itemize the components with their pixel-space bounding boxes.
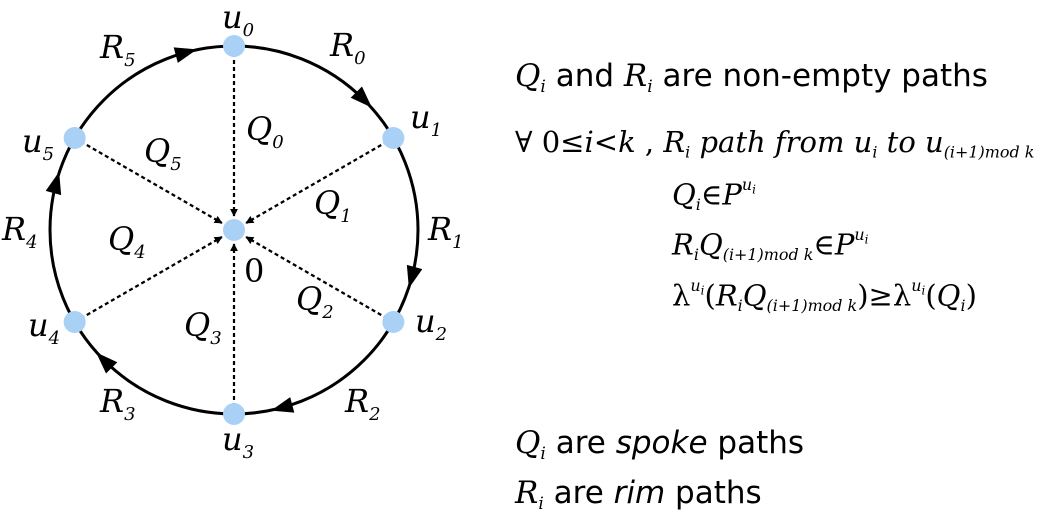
- rim-label-r4: R4: [1, 210, 38, 253]
- node-label-u2: u2: [415, 302, 447, 345]
- spoke-q2: [245, 236, 394, 323]
- rim-arrow-r3: [96, 352, 118, 374]
- node-u5: [63, 127, 86, 149]
- rim-arrow-r1: [406, 264, 423, 289]
- spoke-label-q3: Q3: [184, 306, 222, 349]
- node-label-u4: u4: [28, 306, 60, 349]
- spoke-label-q0: Q0: [246, 110, 284, 153]
- condition-lambda: λui(RiQ(i+1)mod k)≥λui(Qi): [672, 276, 977, 315]
- condition-q-in-p: Qi∈Pui: [672, 175, 756, 214]
- rim-label-r3: R3: [99, 382, 136, 425]
- node-u3: [223, 403, 245, 425]
- center-label: 0: [244, 252, 264, 290]
- rim-arrow-r4: [45, 171, 62, 196]
- node-label-u3: u3: [222, 420, 254, 463]
- spoke-q4: [74, 236, 223, 323]
- definition-nonempty: Qi and Ri are non-empty paths: [515, 58, 988, 97]
- spoke-definition: Qi are spoke paths: [515, 425, 805, 464]
- node-center: [223, 219, 245, 241]
- node-u2: [382, 311, 405, 333]
- spoke-label-q2: Q2: [296, 280, 334, 323]
- spoke-label-q5: Q5: [144, 132, 182, 175]
- spoke-q5: [74, 137, 223, 224]
- spoke-label-q4: Q4: [108, 220, 146, 263]
- rim-definition: Ri are rim paths: [515, 475, 762, 514]
- node-u1: [382, 127, 405, 149]
- spoke-q1: [245, 137, 394, 224]
- forall-condition: ∀ 0≤i<k , Ri path from ui to u(i+1)mod k: [515, 125, 1035, 162]
- rim-arrow-r5: [173, 47, 198, 63]
- spoke-label-q1: Q1: [314, 184, 352, 227]
- node-u0: [223, 35, 245, 57]
- node-label-u0: u0: [222, 0, 254, 41]
- node-label-u5: u5: [22, 122, 54, 165]
- node-u4: [63, 311, 86, 333]
- condition-rq-in-p: RiQ(i+1)mod k∈Pui: [672, 225, 869, 264]
- node-label-u1: u1: [410, 98, 442, 141]
- rim-arrow-r2: [270, 397, 295, 413]
- rim-label-r0: R0: [329, 26, 366, 69]
- nodes-group: [63, 35, 405, 425]
- rim-arrows-group: [45, 47, 423, 413]
- rim-label-r2: R2: [344, 382, 381, 425]
- rim-arrow-r0: [350, 86, 372, 108]
- spokes-group: [74, 46, 394, 414]
- rim-label-r1: R1: [427, 210, 464, 253]
- rim-label-r5: R5: [99, 28, 136, 71]
